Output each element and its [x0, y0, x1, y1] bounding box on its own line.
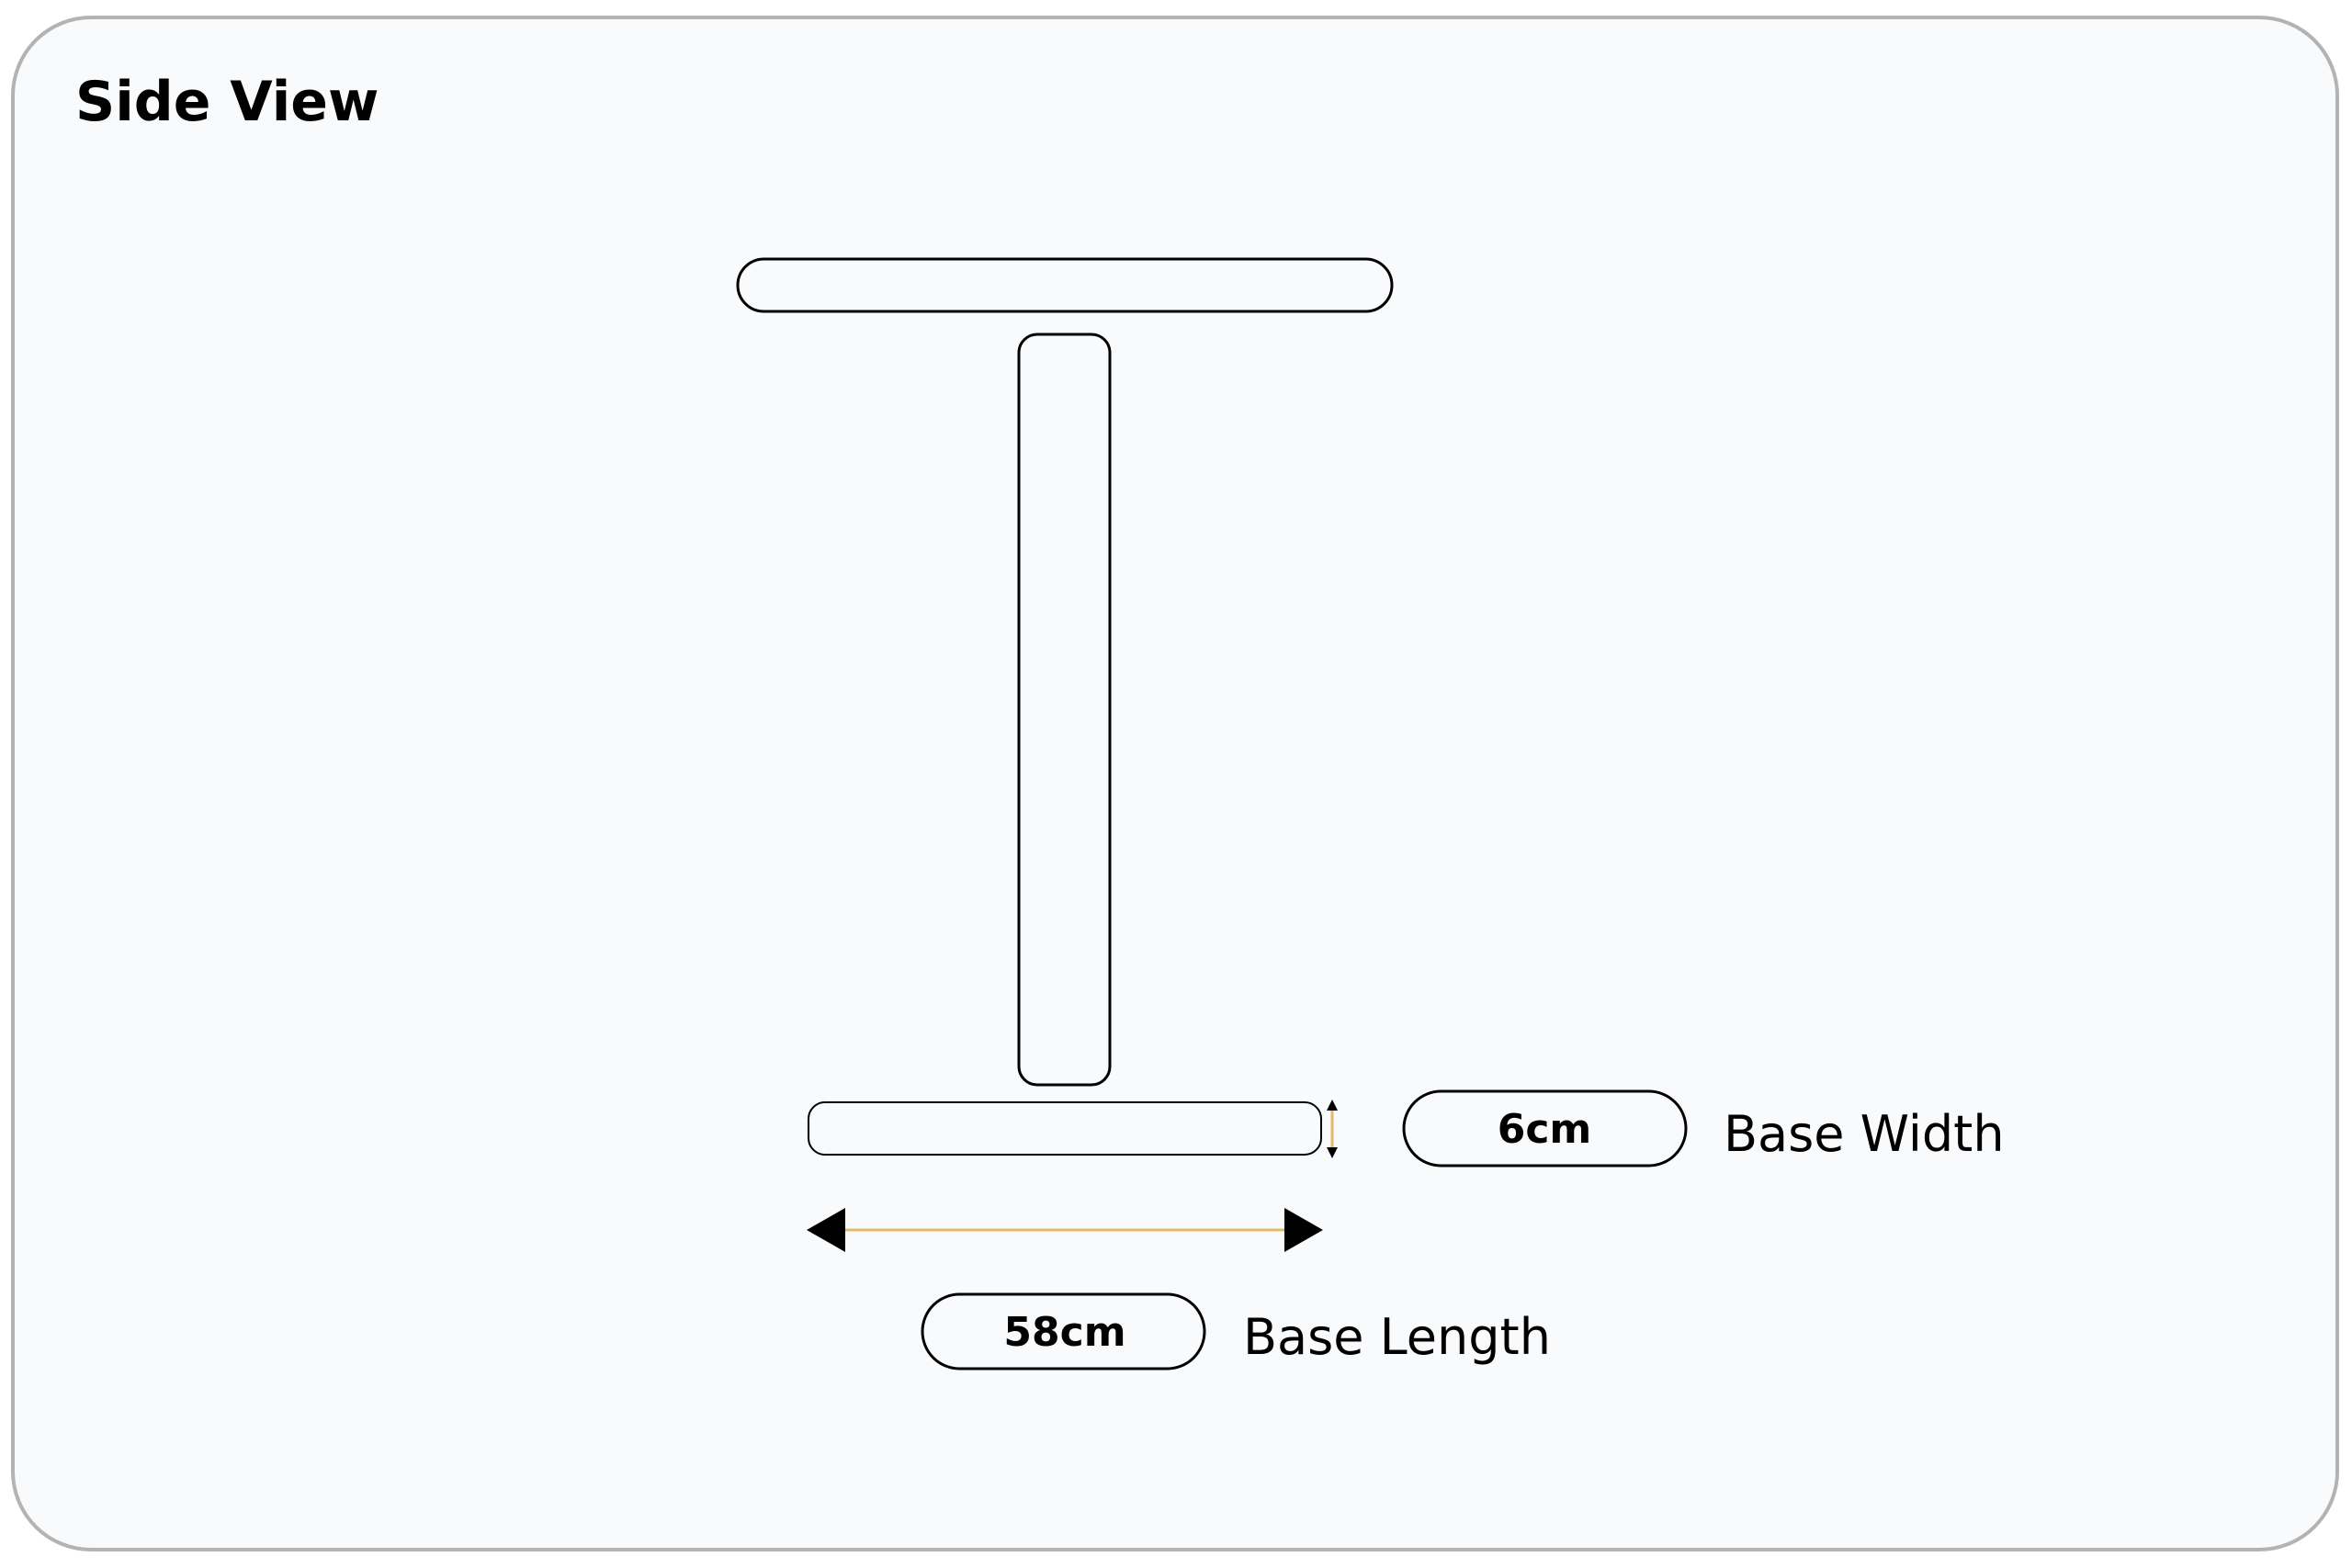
- base-length-arrow: [807, 1208, 1323, 1252]
- base-width-label: Base Width: [1724, 1105, 2005, 1163]
- base-width-value: 6cm: [1498, 1106, 1592, 1153]
- support-column: [1017, 333, 1112, 1087]
- tabletop-bar: [736, 257, 1394, 313]
- base-length-value: 58cm: [1003, 1309, 1125, 1356]
- base-width-arrow: [1327, 1100, 1338, 1158]
- base-width-value-pill: [1402, 1089, 1688, 1168]
- base-bar: [808, 1101, 1322, 1156]
- diagram-title: Side View: [75, 70, 379, 134]
- base-length-value-pill: [921, 1292, 1206, 1371]
- diagram-panel: [11, 16, 2339, 1551]
- base-length-label: Base Length: [1243, 1308, 1551, 1366]
